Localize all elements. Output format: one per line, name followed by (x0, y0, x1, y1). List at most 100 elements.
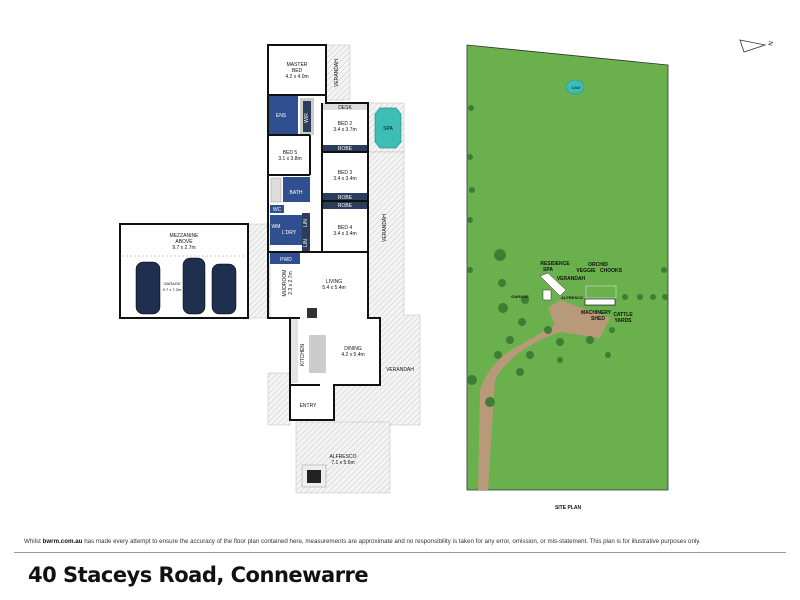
site-plan-title: SITE PLAN (555, 505, 582, 511)
wet-areas (268, 95, 402, 383)
room-name: ROBE (338, 195, 353, 201)
robe-bed4 (322, 202, 368, 209)
room-size: 3.4 x 3.7m (333, 127, 356, 133)
room-name: DINING (344, 346, 362, 352)
room-name: VERANDAH (382, 214, 388, 242)
divider (14, 552, 786, 553)
wc-room (270, 205, 284, 213)
bathtub (270, 177, 282, 203)
car-icon (182, 257, 206, 315)
room-name: ROBE (338, 146, 353, 152)
room-name: BATH (290, 190, 303, 196)
car-icon (135, 261, 161, 315)
room-name: LIVING (326, 279, 343, 285)
robe-bed3 (322, 193, 368, 200)
bbq-grill (307, 470, 321, 483)
room-name: WIR (304, 113, 310, 123)
tree-icons (467, 105, 668, 407)
room-size: 4.2 x 5.4m (341, 352, 364, 358)
north-compass-icon: N (739, 39, 775, 53)
room-size: 5.4 x 5.4m (322, 285, 345, 291)
room-name: GARAGE (163, 281, 180, 286)
ensuite (268, 95, 298, 135)
wir (303, 101, 311, 132)
residence-footprint (539, 272, 567, 297)
room-name: BED 5 (283, 150, 298, 156)
linen (302, 213, 310, 253)
property-address-title: 40 Staceys Road, Connewarre (28, 563, 369, 587)
garage-cars (135, 257, 237, 315)
spa-pool (374, 107, 402, 149)
veggie-garden (585, 285, 617, 299)
site-label: RESIDENCE (540, 261, 570, 267)
room-name: SPA (383, 126, 393, 132)
site-label: ALFRESCO (561, 295, 583, 300)
room-name: MEZZANINE (170, 233, 200, 239)
room-size: 4.2 x 4.0m (285, 74, 308, 80)
side-path (247, 223, 271, 319)
room-name: ENS (276, 113, 287, 119)
site-label: CHOOKS (600, 268, 623, 274)
room-name: WC (273, 207, 282, 213)
room-name: LIN (303, 239, 309, 247)
kitchen-island (309, 335, 326, 373)
fireplace-icon (307, 308, 317, 318)
entry-porch (267, 372, 291, 426)
site-label: SPA (543, 267, 553, 273)
car-icon (211, 263, 237, 315)
laundry (270, 215, 302, 245)
garage-footprint (542, 289, 552, 301)
walls (119, 44, 381, 421)
robe-bed2 (322, 145, 368, 152)
room-name: MASTER (287, 62, 308, 68)
verandah-top (325, 44, 351, 101)
room-name: BED 2 (338, 121, 353, 127)
room-name: VERANDAH (386, 367, 414, 373)
room-name: KITCHEN (300, 344, 306, 366)
site-label: DAM (572, 85, 581, 90)
disclaimer-text: has made every attempt to ensure the acc… (84, 538, 701, 545)
site-label: CATTLE (613, 312, 633, 318)
room-name: DESK (338, 105, 352, 111)
room-size: 9.7 x 2.7m (172, 245, 195, 251)
disclaimer: Whilst bwrm.com.au has made every attemp… (24, 538, 701, 545)
compass-label: N (768, 41, 775, 47)
machinery-shed (584, 298, 616, 306)
room-name: BED (292, 68, 303, 74)
room-size: 2.3 x 2.7m (288, 271, 294, 294)
brand-link[interactable]: bwrm.com.au (42, 538, 83, 545)
room-name: ENTRY (300, 403, 318, 409)
room-size: 3.4 x 3.4m (333, 176, 356, 182)
property-boundary (466, 44, 669, 491)
room-name: ALFRESCO (330, 454, 357, 460)
bathroom (283, 177, 310, 202)
room-name: BED 3 (338, 170, 353, 176)
site-label: MACHINERY (581, 310, 612, 316)
kitchen-bench (290, 318, 298, 383)
powder-room (270, 253, 300, 264)
driveway-track (478, 300, 610, 490)
site-label: GARAGE (511, 294, 529, 299)
room-size: 3.4 x 3.4m (333, 231, 356, 237)
site-label: ORCHID (588, 262, 608, 268)
room-name: WM (272, 224, 281, 230)
room-name: L'DRY (282, 230, 297, 236)
room-labels: MASTER BED 4.2 x 4.0m VERANDAH ENS WIR D… (163, 59, 415, 466)
site-label: VERANDAH (557, 276, 586, 282)
room-name: BED 4 (338, 225, 353, 231)
disclaimer-prefix: Whilst (24, 538, 41, 545)
room-name: LIN (303, 219, 309, 227)
desk (322, 103, 368, 110)
room-name: ROBE (338, 203, 353, 209)
site-label: YARDS (614, 318, 632, 324)
room-size: 3.1 x 3.8m (278, 156, 301, 162)
floor-plan-drawing: MASTER BED 4.2 x 4.0m VERANDAH ENS WIR D… (119, 39, 775, 511)
room-size: 9.7 x 7.2m (163, 287, 182, 292)
site-label: VEGGIE (576, 268, 596, 274)
room-name: VERANDAH (334, 59, 340, 87)
room-name: MUDROOM (282, 270, 288, 297)
site-label: SHED (591, 316, 605, 322)
site-plan: DAM RESIDENCE SPA ORCHID VEGGIE CHOOKS V… (466, 44, 669, 511)
room-name: ABOVE (175, 239, 193, 245)
room-size: 7.1 x 5.6m (331, 460, 354, 466)
